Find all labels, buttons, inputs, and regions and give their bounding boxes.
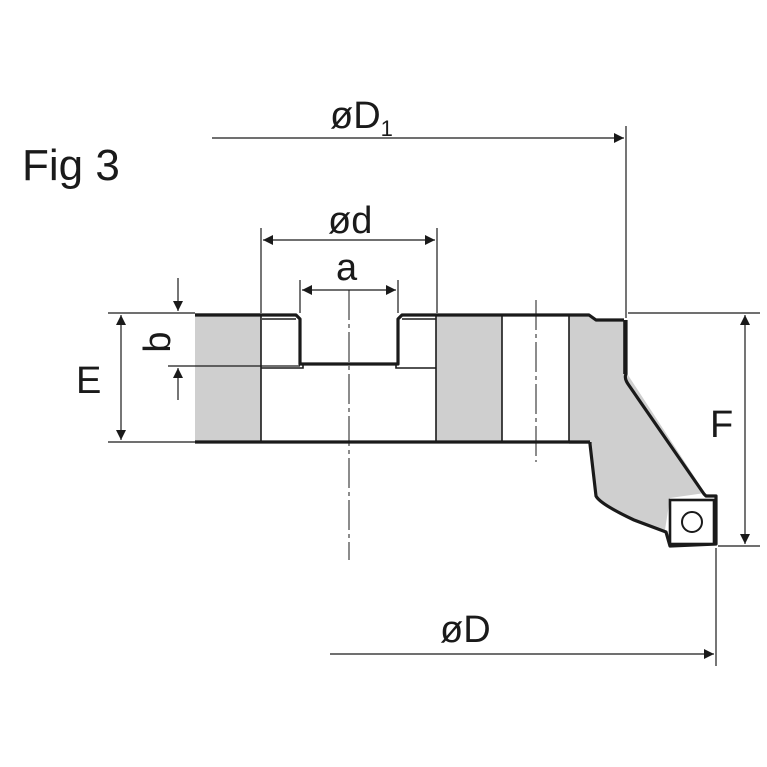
- dimension-E: E: [76, 312, 195, 443]
- label-D1: øD1: [330, 95, 393, 141]
- slot-step-right: [395, 364, 436, 369]
- label-d: ød: [328, 200, 372, 242]
- label-D: øD: [440, 609, 491, 651]
- dimension-b: b: [137, 278, 300, 400]
- dimension-D: øD: [330, 548, 717, 666]
- dimension-a: a: [299, 247, 399, 313]
- slot-step-left: [261, 364, 304, 369]
- right-section: [569, 316, 705, 530]
- insert-arm-outline: [588, 320, 718, 548]
- insert-screw-icon: [681, 511, 703, 533]
- label-E: E: [76, 360, 101, 402]
- cutter-body: [195, 313, 718, 548]
- middle-section: [436, 316, 502, 443]
- body-outline-top: [195, 313, 624, 366]
- dimension-F: F: [628, 312, 760, 547]
- label-F: F: [710, 404, 733, 446]
- label-b: b: [137, 331, 179, 352]
- figure-title: Fig 3: [22, 141, 120, 190]
- left-section: [195, 313, 261, 443]
- dimension-d: ød: [260, 200, 438, 313]
- dimension-D1: øD1: [212, 95, 627, 318]
- label-a: a: [336, 247, 358, 289]
